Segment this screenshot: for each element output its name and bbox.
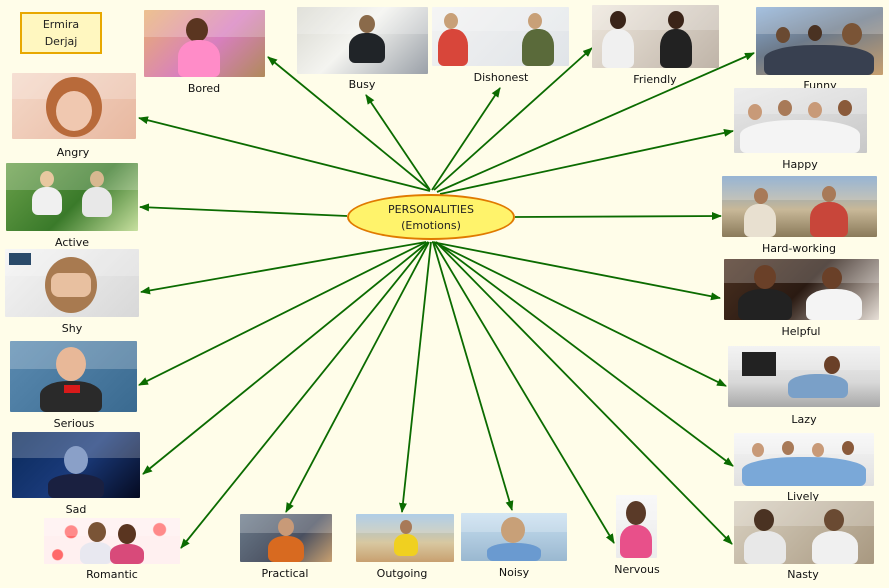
arrow-to-nervous	[433, 241, 615, 544]
noisy-photo	[461, 513, 567, 561]
nervous-photo	[616, 495, 657, 558]
arrow-to-happy	[439, 128, 734, 195]
angry-label: Angry	[56, 146, 90, 159]
arrow-to-serious	[138, 241, 427, 386]
hardworking-photo	[722, 176, 877, 237]
nervous-label: Nervous	[614, 563, 660, 576]
active-photo	[6, 163, 138, 231]
practical-label: Practical	[261, 567, 309, 580]
arrow-to-lively	[435, 241, 734, 467]
arrow-to-sad	[142, 241, 429, 475]
serious-photo	[10, 341, 137, 412]
outgoing-label: Outgoing	[376, 567, 428, 580]
central-topic-subtitle: (Emotions)	[401, 219, 461, 232]
happy-photo	[734, 88, 867, 153]
nasty-photo	[734, 501, 874, 564]
active-label: Active	[54, 236, 90, 249]
central-topic-node[interactable]: PERSONALITIES (Emotions)	[347, 194, 515, 240]
dishonest-photo	[432, 7, 569, 66]
friendly-photo	[592, 5, 719, 68]
author-box: Ermira Derjaj	[20, 12, 102, 54]
happy-label: Happy	[782, 158, 818, 171]
funny-photo	[756, 7, 883, 75]
arrow-to-shy	[140, 241, 427, 295]
romantic-photo	[44, 518, 180, 564]
arrow-to-romantic	[180, 241, 429, 549]
hardworking-label: Hard-working	[762, 242, 836, 255]
dishonest-label: Dishonest	[473, 71, 529, 84]
shy-label: Shy	[61, 322, 83, 335]
romantic-label: Romantic	[86, 568, 138, 581]
arrow-to-bored	[267, 56, 431, 191]
arrow-to-active	[139, 203, 348, 217]
bored-label: Bored	[187, 82, 221, 95]
arrow-to-lazy	[433, 241, 727, 387]
practical-photo	[240, 514, 332, 562]
author-last-name: Derjaj	[44, 35, 78, 48]
helpful-label: Helpful	[781, 325, 821, 338]
arrow-to-practical	[285, 241, 430, 513]
lively-label: Lively	[786, 490, 820, 503]
central-topic-title: PERSONALITIES	[388, 203, 474, 216]
busy-photo	[297, 7, 428, 74]
friendly-label: Friendly	[633, 73, 677, 86]
arrow-to-hardworking	[514, 212, 722, 221]
arrow-to-noisy	[432, 241, 514, 511]
helpful-photo	[724, 259, 879, 320]
sad-label: Sad	[65, 503, 87, 516]
outgoing-photo	[356, 514, 454, 562]
busy-label: Busy	[348, 78, 376, 91]
arrow-to-helpful	[431, 241, 721, 301]
arrow-to-outgoing	[398, 241, 432, 513]
sad-photo	[12, 432, 140, 498]
author-first-name: Ermira	[42, 18, 80, 31]
bored-photo	[144, 10, 265, 77]
lazy-label: Lazy	[791, 413, 817, 426]
arrow-to-funny	[436, 52, 755, 193]
arrow-to-nasty	[435, 241, 733, 545]
noisy-label: Noisy	[498, 566, 530, 579]
arrow-to-angry	[138, 116, 431, 192]
shy-photo	[5, 249, 139, 317]
arrow-to-busy	[365, 94, 431, 191]
arrow-to-friendly	[433, 47, 593, 191]
serious-label: Serious	[53, 417, 95, 430]
nasty-label: Nasty	[787, 568, 819, 581]
arrow-to-dishonest	[431, 87, 501, 191]
lively-photo	[734, 433, 874, 486]
lazy-photo	[728, 346, 880, 407]
angry-photo	[12, 73, 136, 139]
